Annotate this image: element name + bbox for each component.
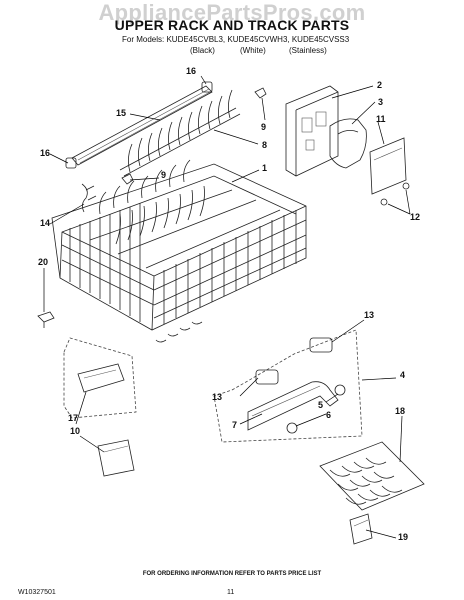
part-label-18: 18 xyxy=(395,406,406,416)
part-label-13-left: 13 xyxy=(212,392,223,402)
rack-clip-part xyxy=(37,311,55,328)
roller-part xyxy=(255,337,333,385)
part-label-6: 6 xyxy=(326,410,332,420)
rack-latch-part xyxy=(349,513,373,545)
part-label-15: 15 xyxy=(116,108,127,118)
ordering-note: FOR ORDERING INFORMATION REFER TO PARTS … xyxy=(142,571,322,577)
part-label-16-left: 16 xyxy=(40,148,51,158)
watermark: AppliancePartsPros.com xyxy=(98,0,366,25)
page-number: 11 xyxy=(227,589,235,596)
adjuster-housing-part xyxy=(285,85,339,177)
part-label-3: 3 xyxy=(378,97,384,107)
adjuster-arm-part xyxy=(329,118,367,169)
variant-stainless: (Stainless) xyxy=(289,46,327,55)
models-line: For Models: KUDE45CVBL3, KUDE45CVWH3, KU… xyxy=(122,35,350,44)
part-label-4: 4 xyxy=(400,370,406,380)
part-label-13-right: 13 xyxy=(364,310,375,320)
part-label-20: 20 xyxy=(38,257,49,267)
part-label-2: 2 xyxy=(377,80,383,90)
tine-row-part xyxy=(119,89,241,177)
screw-part xyxy=(380,182,410,206)
wire-clip-part xyxy=(81,183,97,213)
bracket-part xyxy=(369,137,407,195)
clip-part xyxy=(121,87,267,185)
rack-rail-part xyxy=(71,85,213,166)
leader-lines xyxy=(43,75,411,539)
page-title: UPPER RACK AND TRACK PARTS xyxy=(114,17,350,33)
part-label-12: 12 xyxy=(410,212,421,222)
wheel-part xyxy=(286,384,346,434)
part-label-9-top: 9 xyxy=(261,122,267,132)
part-label-10: 10 xyxy=(70,426,81,436)
part-label-8: 8 xyxy=(262,140,268,150)
latch-part xyxy=(97,439,135,477)
part-label-16-top: 16 xyxy=(186,66,197,76)
track-assembly-box xyxy=(213,329,363,443)
wire-rack-part xyxy=(319,441,425,511)
variant-black: (Black) xyxy=(190,46,215,55)
handle-assembly-box xyxy=(63,337,137,419)
document-number: W10327501 xyxy=(18,589,56,596)
part-label-17: 17 xyxy=(68,413,79,423)
end-cap-part xyxy=(65,81,213,169)
part-label-9-mid: 9 xyxy=(161,170,167,180)
part-label-5: 5 xyxy=(318,400,324,410)
variant-white: (White) xyxy=(240,46,266,55)
part-label-1: 1 xyxy=(262,163,268,173)
part-label-19: 19 xyxy=(398,532,409,542)
part-label-11: 11 xyxy=(376,114,386,124)
upper-rack-basket xyxy=(51,159,307,343)
part-label-14: 14 xyxy=(40,218,51,228)
part-label-7: 7 xyxy=(232,420,238,430)
